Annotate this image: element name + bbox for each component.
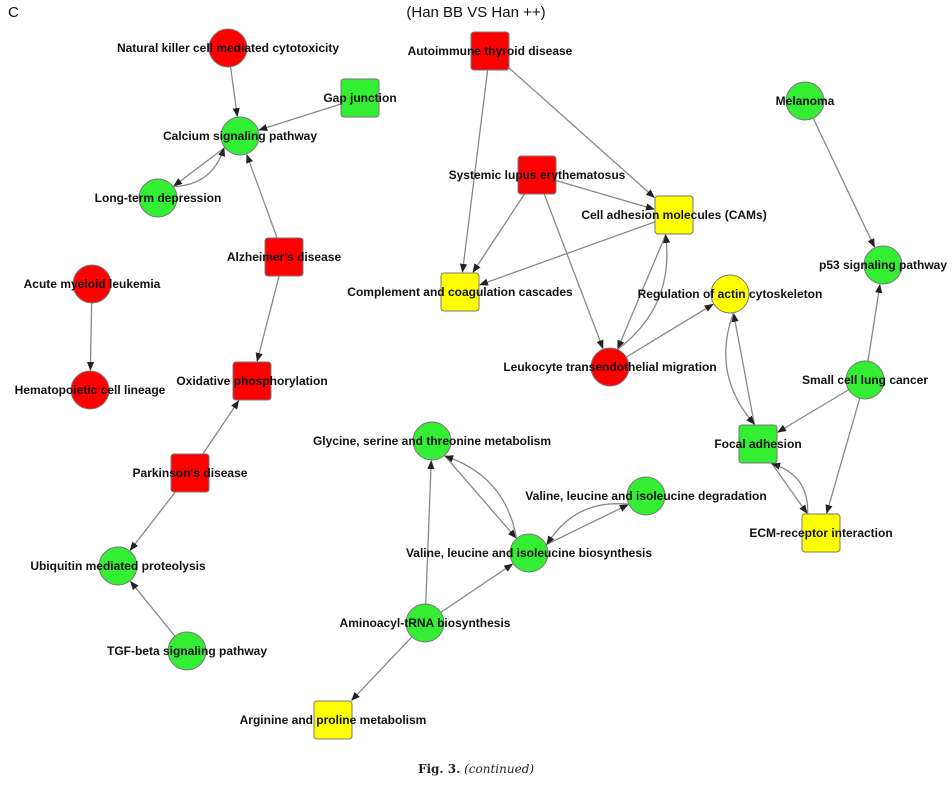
edge-atd-to-cams bbox=[508, 67, 655, 198]
node-label-hcl: Hematopoietic cell lineage bbox=[15, 383, 166, 397]
node-label-calcium: Calcium signaling pathway bbox=[163, 129, 317, 143]
edge-sle-to-cams bbox=[555, 179, 655, 211]
node-nk[interactable] bbox=[208, 28, 248, 68]
pathway-network: Natural killer cell mediated cytotoxicit… bbox=[15, 28, 948, 740]
node-label-actin: Regulation of actin cytoskeleton bbox=[638, 287, 823, 301]
node-label-nk: Natural killer cell mediated cytotoxicit… bbox=[117, 41, 339, 55]
node-label-cams: Cell adhesion molecules (CAMs) bbox=[581, 208, 766, 222]
node-melanoma[interactable] bbox=[785, 81, 825, 121]
node-calcium[interactable] bbox=[220, 116, 260, 156]
edge-vdeg-to-vbio bbox=[546, 503, 629, 546]
node-park[interactable] bbox=[170, 453, 210, 493]
caption-note: (continued) bbox=[464, 762, 535, 776]
node-sle[interactable] bbox=[517, 155, 557, 195]
node-actin[interactable] bbox=[710, 274, 750, 314]
node-ltd[interactable] bbox=[138, 178, 178, 218]
node-oxphos[interactable] bbox=[232, 361, 272, 401]
node-label-ecm: ECM-receptor interaction bbox=[749, 526, 892, 540]
diagram-title: (Han BB VS Han ++) bbox=[406, 4, 546, 21]
node-label-sle: Systemic lupus erythematosus bbox=[449, 168, 626, 182]
node-label-vdeg: Valine, leucine and isoleucine degradati… bbox=[525, 489, 766, 503]
node-p53[interactable] bbox=[863, 245, 903, 285]
edge-melanoma-to-p53 bbox=[812, 117, 875, 248]
edge-alz-to-calcium bbox=[246, 153, 278, 239]
node-ecm[interactable] bbox=[801, 513, 841, 553]
edge-aml-to-hcl bbox=[86, 302, 95, 371]
edge-layer bbox=[86, 66, 883, 701]
label-layer: Natural killer cell mediated cytotoxicit… bbox=[15, 41, 948, 727]
node-label-atd: Autoimmune thyroid disease bbox=[408, 44, 573, 58]
node-label-trna: Aminoacyl-tRNA biosynthesis bbox=[340, 616, 511, 630]
edge-focal-to-actin bbox=[731, 312, 756, 426]
node-label-ubiq: Ubiquitin mediated proteolysis bbox=[30, 559, 206, 573]
node-vdeg[interactable] bbox=[626, 476, 666, 516]
edge-trna-to-vbio bbox=[440, 563, 514, 613]
edge-atd-to-comp bbox=[459, 69, 489, 273]
edge-sclc-to-p53 bbox=[867, 283, 883, 362]
edge-leuko-to-actin bbox=[625, 303, 714, 358]
node-label-melanoma: Melanoma bbox=[776, 94, 835, 108]
edge-trna-to-arg bbox=[351, 636, 413, 701]
edge-leuko-to-cams bbox=[616, 234, 671, 351]
node-leuko[interactable] bbox=[590, 347, 630, 387]
node-label-vbio: Valine, leucine and isoleucine biosynthe… bbox=[406, 546, 652, 560]
node-label-tgf: TGF-beta signaling pathway bbox=[107, 644, 267, 658]
edge-vbio-to-vdeg bbox=[545, 504, 629, 546]
node-label-alz: Alzheimer's disease bbox=[227, 250, 342, 264]
node-label-gap: Gap junction bbox=[323, 91, 396, 105]
node-focal[interactable] bbox=[738, 424, 778, 464]
node-layer bbox=[70, 28, 903, 740]
edge-cams-to-comp bbox=[479, 221, 656, 286]
node-sclc[interactable] bbox=[845, 360, 885, 400]
edge-calcium-to-ltd bbox=[173, 146, 226, 187]
edge-gly-to-vbio bbox=[443, 454, 517, 539]
node-vbio[interactable] bbox=[509, 533, 549, 573]
node-tgf[interactable] bbox=[167, 631, 207, 671]
edge-sle-to-comp bbox=[472, 193, 526, 273]
edge-ecm-to-focal bbox=[771, 462, 809, 515]
edge-cams-to-leuko bbox=[617, 233, 667, 350]
panel-letter: C bbox=[8, 4, 19, 21]
node-label-sclc: Small cell lung cancer bbox=[802, 373, 928, 387]
node-label-gly: Glycine, serine and threonine metabolism bbox=[313, 434, 551, 448]
edge-ltd-to-calcium bbox=[173, 147, 226, 188]
edge-sclc-to-ecm bbox=[825, 398, 861, 514]
node-hcl[interactable] bbox=[70, 370, 110, 410]
node-label-arg: Arginine and proline metabolism bbox=[240, 713, 427, 727]
edge-park-to-ubiq bbox=[129, 491, 176, 551]
figure-caption: Fig. 3. (continued) bbox=[0, 762, 952, 776]
node-label-focal: Focal adhesion bbox=[714, 437, 801, 451]
node-label-park: Parkinson's disease bbox=[133, 466, 248, 480]
node-gap[interactable] bbox=[340, 78, 380, 118]
node-label-p53: p53 signaling pathway bbox=[819, 258, 947, 272]
node-ubiq[interactable] bbox=[98, 546, 138, 586]
node-label-comp: Complement and coagulation cascades bbox=[347, 285, 573, 299]
edge-nk-to-calcium bbox=[229, 66, 240, 118]
edge-actin-to-focal bbox=[725, 312, 755, 425]
node-cams[interactable] bbox=[654, 195, 694, 235]
edge-gap-to-calcium bbox=[258, 103, 342, 131]
node-label-oxphos: Oxidative phosphorylation bbox=[176, 374, 327, 388]
edge-alz-to-oxphos bbox=[255, 275, 280, 362]
edge-park-to-oxphos bbox=[202, 400, 240, 455]
node-atd[interactable] bbox=[470, 31, 510, 71]
node-comp[interactable] bbox=[440, 272, 480, 312]
node-aml[interactable] bbox=[72, 264, 112, 304]
edge-sle-to-leuko bbox=[543, 193, 604, 350]
node-label-leuko: Leukocyte transendothelial migration bbox=[503, 360, 716, 374]
edge-vbio-to-gly bbox=[444, 455, 518, 539]
node-arg[interactable] bbox=[313, 700, 353, 740]
edge-sclc-to-focal bbox=[777, 389, 850, 433]
node-gly[interactable] bbox=[412, 421, 452, 461]
edge-focal-to-ecm bbox=[770, 462, 808, 514]
node-alz[interactable] bbox=[264, 237, 304, 277]
edge-tgf-to-ubiq bbox=[130, 580, 176, 637]
edge-trna-to-gly bbox=[425, 460, 435, 605]
node-trna[interactable] bbox=[405, 603, 445, 643]
node-label-ltd: Long-term depression bbox=[95, 191, 222, 205]
node-label-aml: Acute myeloid leukemia bbox=[24, 277, 161, 291]
caption-figure-number: Fig. 3. bbox=[417, 762, 461, 776]
